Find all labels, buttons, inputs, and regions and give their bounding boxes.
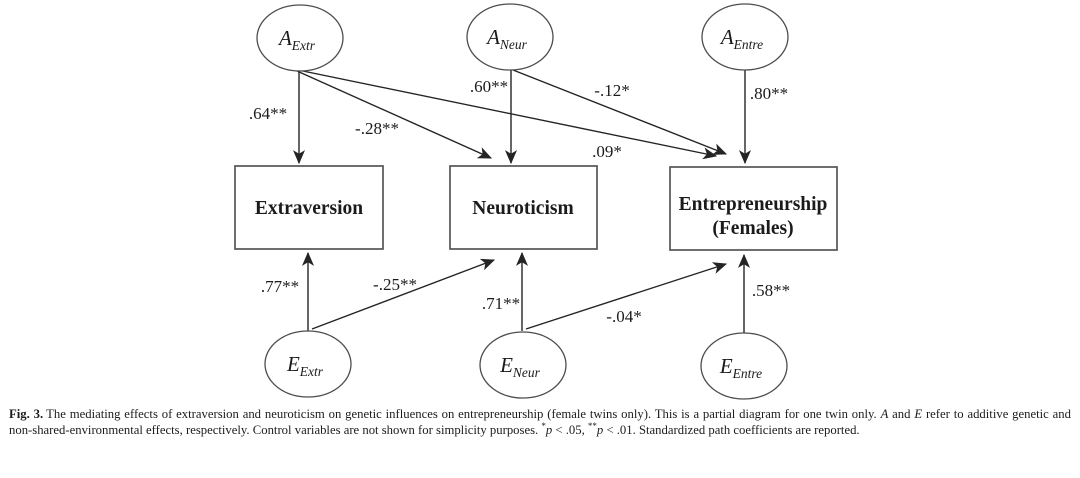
caption-segment: E (914, 407, 923, 421)
observed-label-extraversion: Extraversion (255, 198, 363, 219)
latent-node-a-extr (256, 4, 344, 72)
coef-e-neur-neuroticism: .71** (482, 294, 520, 313)
caption-segment: Fig. 3. (9, 407, 44, 421)
observed-label-entrepreneurship-line1: Entrepreneurship (679, 194, 828, 215)
path-arrow-e-neur-to-entrepreneurship (525, 262, 728, 330)
observed-label-neuroticism: Neuroticism (472, 198, 573, 219)
coef-e-extr-extraversion: .77** (261, 277, 299, 296)
coef-a-extr-extraversion: .64** (249, 104, 287, 123)
latent-node-a-neur (466, 3, 554, 71)
latent-label-a-entre: AEntre (719, 25, 763, 52)
path-arrow-a-extr-to-entrepreneurship (297, 69, 718, 160)
coef-e-extr-neuroticism: -.25** (373, 275, 417, 294)
coef-a-extr-entrepreneurship: .09* (592, 142, 622, 161)
observed-label-entrepreneurship-line2: (Females) (712, 218, 793, 239)
caption-segment: refer to additive genetic and non-shared… (9, 407, 1071, 437)
coef-a-extr-neuroticism: -.28** (355, 119, 399, 138)
latent-label-a-extr: AExtr (277, 26, 316, 53)
path-arrow-e-extr-to-neuroticism (311, 258, 496, 330)
latent-node-e-neur (479, 331, 567, 399)
figure-caption: Fig. 3.The mediating effects of extraver… (9, 407, 1071, 438)
caption-segment: The mediating effects of extraversion an… (46, 407, 881, 421)
coef-a-neur-entrepreneurship: -.12* (594, 81, 629, 100)
caption-segment: ** (587, 420, 597, 431)
caption-segment: p (596, 422, 604, 437)
coef-a-neur-neuroticism: .60** (470, 77, 508, 96)
latent-node-a-entre (701, 3, 789, 71)
observed-box-neuroticism (449, 165, 598, 250)
caption-segment: A (880, 407, 889, 421)
coef-a-entre-entrepreneurship: .80** (750, 84, 788, 103)
observed-box-extraversion (234, 165, 384, 250)
caption-segment: < .01. Standardized path coefficients ar… (603, 422, 860, 437)
coef-e-neur-entrepreneurship: -.04* (606, 307, 641, 326)
latent-label-e-entre: EEntre (719, 354, 762, 381)
path-arrow-a-neur-to-entrepreneurship (512, 69, 728, 155)
coef-e-entre-entrepreneurship: .58** (752, 281, 790, 300)
latent-node-e-extr (264, 330, 352, 398)
observed-box-entrepreneurship (669, 166, 838, 251)
caption-segment: and (888, 407, 915, 421)
latent-label-e-extr: EExtr (286, 352, 324, 379)
caption-segment: < .05, (552, 422, 588, 437)
latent-node-e-entre (700, 332, 788, 400)
caption-segment: p (545, 422, 553, 437)
caption-segment: * (541, 420, 546, 431)
latent-label-a-neur: ANeur (485, 25, 528, 52)
path-arrow-a-extr-to-neuroticism (296, 70, 493, 159)
path-diagram-canvas: AExtr ANeur AEntre Extraversion Neurotic… (234, 3, 838, 400)
latent-label-e-neur: ENeur (499, 353, 541, 380)
